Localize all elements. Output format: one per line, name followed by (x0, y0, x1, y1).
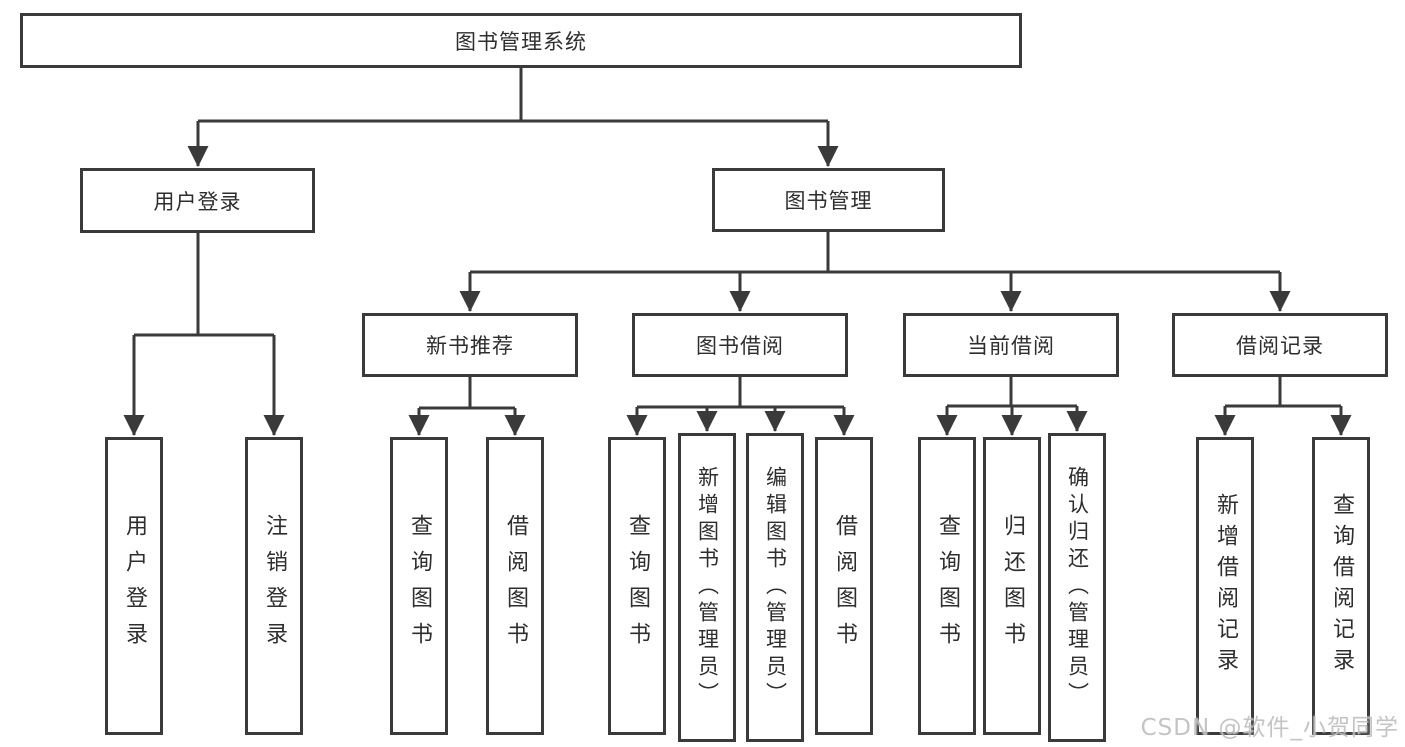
leaf-borrow-books-1-label: 借阅图书 (503, 514, 528, 658)
leaf-add-books-admin-label: 新增图书（管理员） (695, 466, 720, 709)
leaf-user-login-label: 用户登录 (122, 514, 147, 658)
leaf-edit-books-admin-label: 编辑图书（管理员） (763, 466, 788, 709)
leaf-add-borrow-record: 新增借阅记录 (1196, 437, 1254, 735)
wire-bookborrow-to-leaves (637, 377, 844, 409)
wire-bookmgmt-to-level3 (470, 232, 1280, 274)
wire-newbooks-to-leaves (419, 377, 515, 410)
leaf-borrow-books-2: 借阅图书 (815, 437, 873, 735)
wire-root-to-level2 (198, 68, 828, 123)
leaf-return-books: 归还图书 (983, 437, 1041, 735)
leaf-confirm-return-admin-label: 确认归还（管理员） (1065, 466, 1090, 709)
leaf-confirm-return-admin: 确认归还（管理员） (1048, 433, 1106, 742)
leaf-query-borrow-record-label: 查询借阅记录 (1329, 493, 1354, 679)
node-book-borrow-label: 图书借阅 (696, 334, 784, 358)
leaf-logout: 注销登录 (245, 437, 303, 735)
leaf-borrow-books-2-label: 借阅图书 (832, 514, 857, 658)
node-user-login-label: 用户登录 (153, 189, 242, 214)
node-current-borrow: 当前借阅 (903, 313, 1119, 377)
leaf-logout-label: 注销登录 (262, 514, 287, 658)
node-current-borrow-label: 当前借阅 (967, 334, 1055, 358)
leaf-return-books-label: 归还图书 (1000, 514, 1025, 658)
leaf-query-books-3-label: 查询图书 (935, 514, 960, 658)
leaf-borrow-books-1: 借阅图书 (486, 437, 544, 735)
node-book-borrow: 图书借阅 (632, 313, 848, 377)
leaf-query-books-3: 查询图书 (918, 437, 976, 735)
leaf-query-books-2-label: 查询图书 (625, 514, 650, 658)
leaf-add-books-admin: 新增图书（管理员） (678, 433, 736, 742)
leaf-query-borrow-record: 查询借阅记录 (1312, 437, 1370, 735)
node-root-label: 图书管理系统 (455, 29, 587, 54)
leaf-query-books-1: 查询图书 (390, 437, 448, 735)
node-borrow-records: 借阅记录 (1172, 313, 1388, 377)
leaf-edit-books-admin: 编辑图书（管理员） (746, 433, 804, 742)
node-book-mgmt-label: 图书管理 (784, 189, 873, 213)
node-new-books: 新书推荐 (362, 313, 578, 377)
node-book-mgmt: 图书管理 (712, 168, 945, 232)
leaf-query-books-2: 查询图书 (608, 437, 666, 735)
leaf-user-login: 用户登录 (105, 437, 163, 735)
wire-userlogin-to-leaves (134, 233, 274, 337)
node-root: 图书管理系统 (20, 13, 1022, 68)
wire-currentborrow-to-leaves (947, 377, 1077, 408)
node-user-login: 用户登录 (80, 168, 315, 233)
node-borrow-records-label: 借阅记录 (1236, 334, 1324, 358)
leaf-query-books-1-label: 查询图书 (407, 514, 432, 658)
leaf-add-borrow-record-label: 新增借阅记录 (1213, 493, 1238, 679)
node-new-books-label: 新书推荐 (426, 334, 514, 358)
csdn-watermark: CSDN @软件_小贺同学 (1140, 715, 1399, 741)
wire-records-to-leaves (1225, 377, 1341, 408)
